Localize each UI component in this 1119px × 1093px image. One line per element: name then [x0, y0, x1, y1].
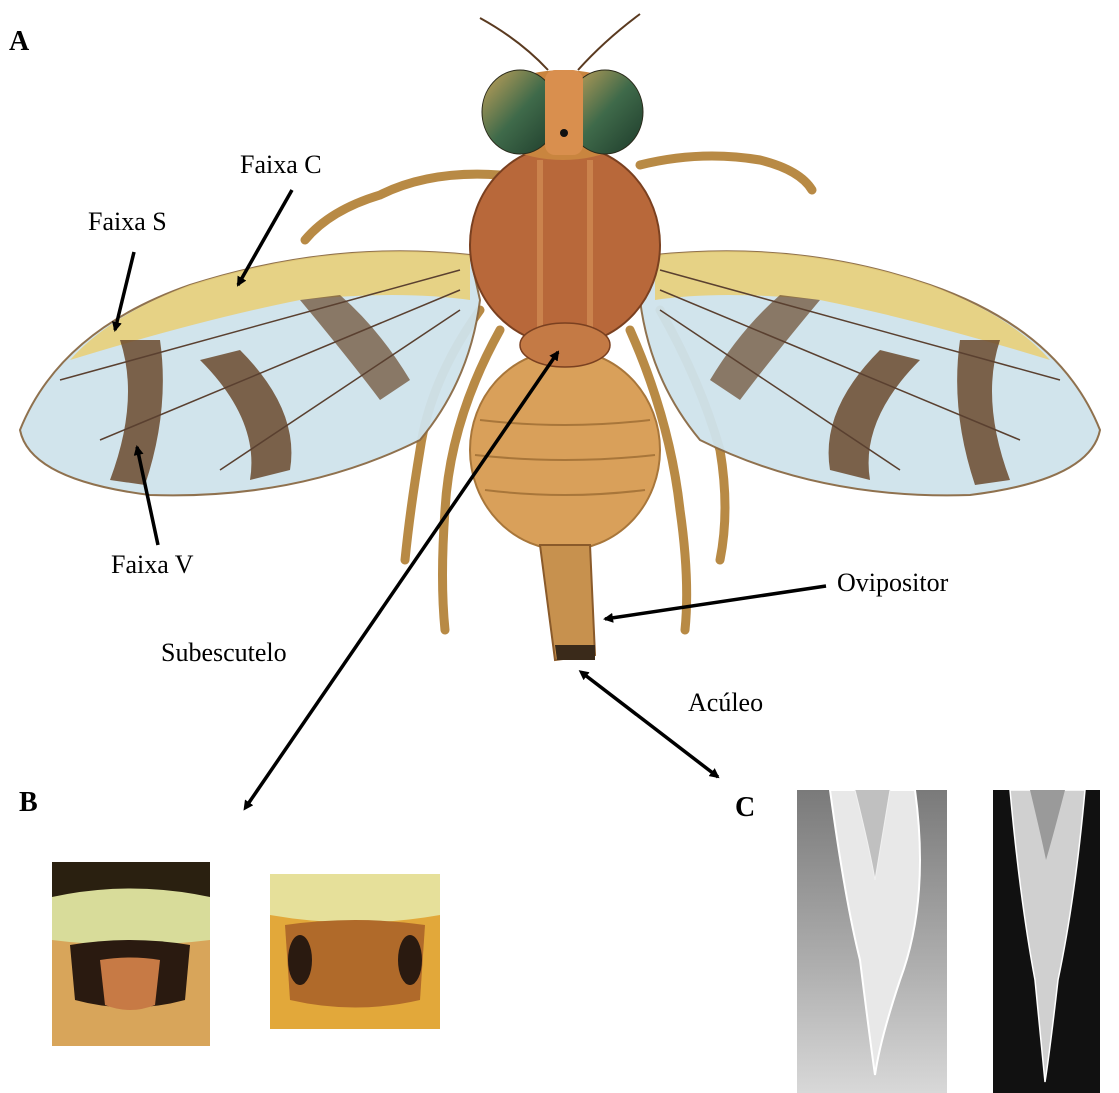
arrow-ovipositor — [605, 586, 826, 619]
panel-label-b: B — [19, 787, 38, 819]
panel-label-c: C — [735, 792, 755, 824]
label-faixa-s: Faixa S — [88, 207, 167, 237]
aculeus-sem-2 — [993, 790, 1100, 1093]
label-subescutelo: Subescutelo — [161, 638, 287, 668]
subscutellum-photo-2 — [270, 874, 440, 1029]
subscutellum-photo-1 — [52, 862, 210, 1046]
label-faixa-c: Faixa C — [240, 150, 322, 180]
left-wing — [20, 251, 480, 495]
label-aculeo: Acúleo — [688, 688, 763, 718]
aculeus-sem-1 — [797, 790, 947, 1093]
label-faixa-v: Faixa V — [111, 550, 194, 580]
panel-label-a: A — [9, 26, 29, 58]
label-ovipositor: Ovipositor — [837, 568, 948, 598]
right-wing — [640, 251, 1100, 495]
